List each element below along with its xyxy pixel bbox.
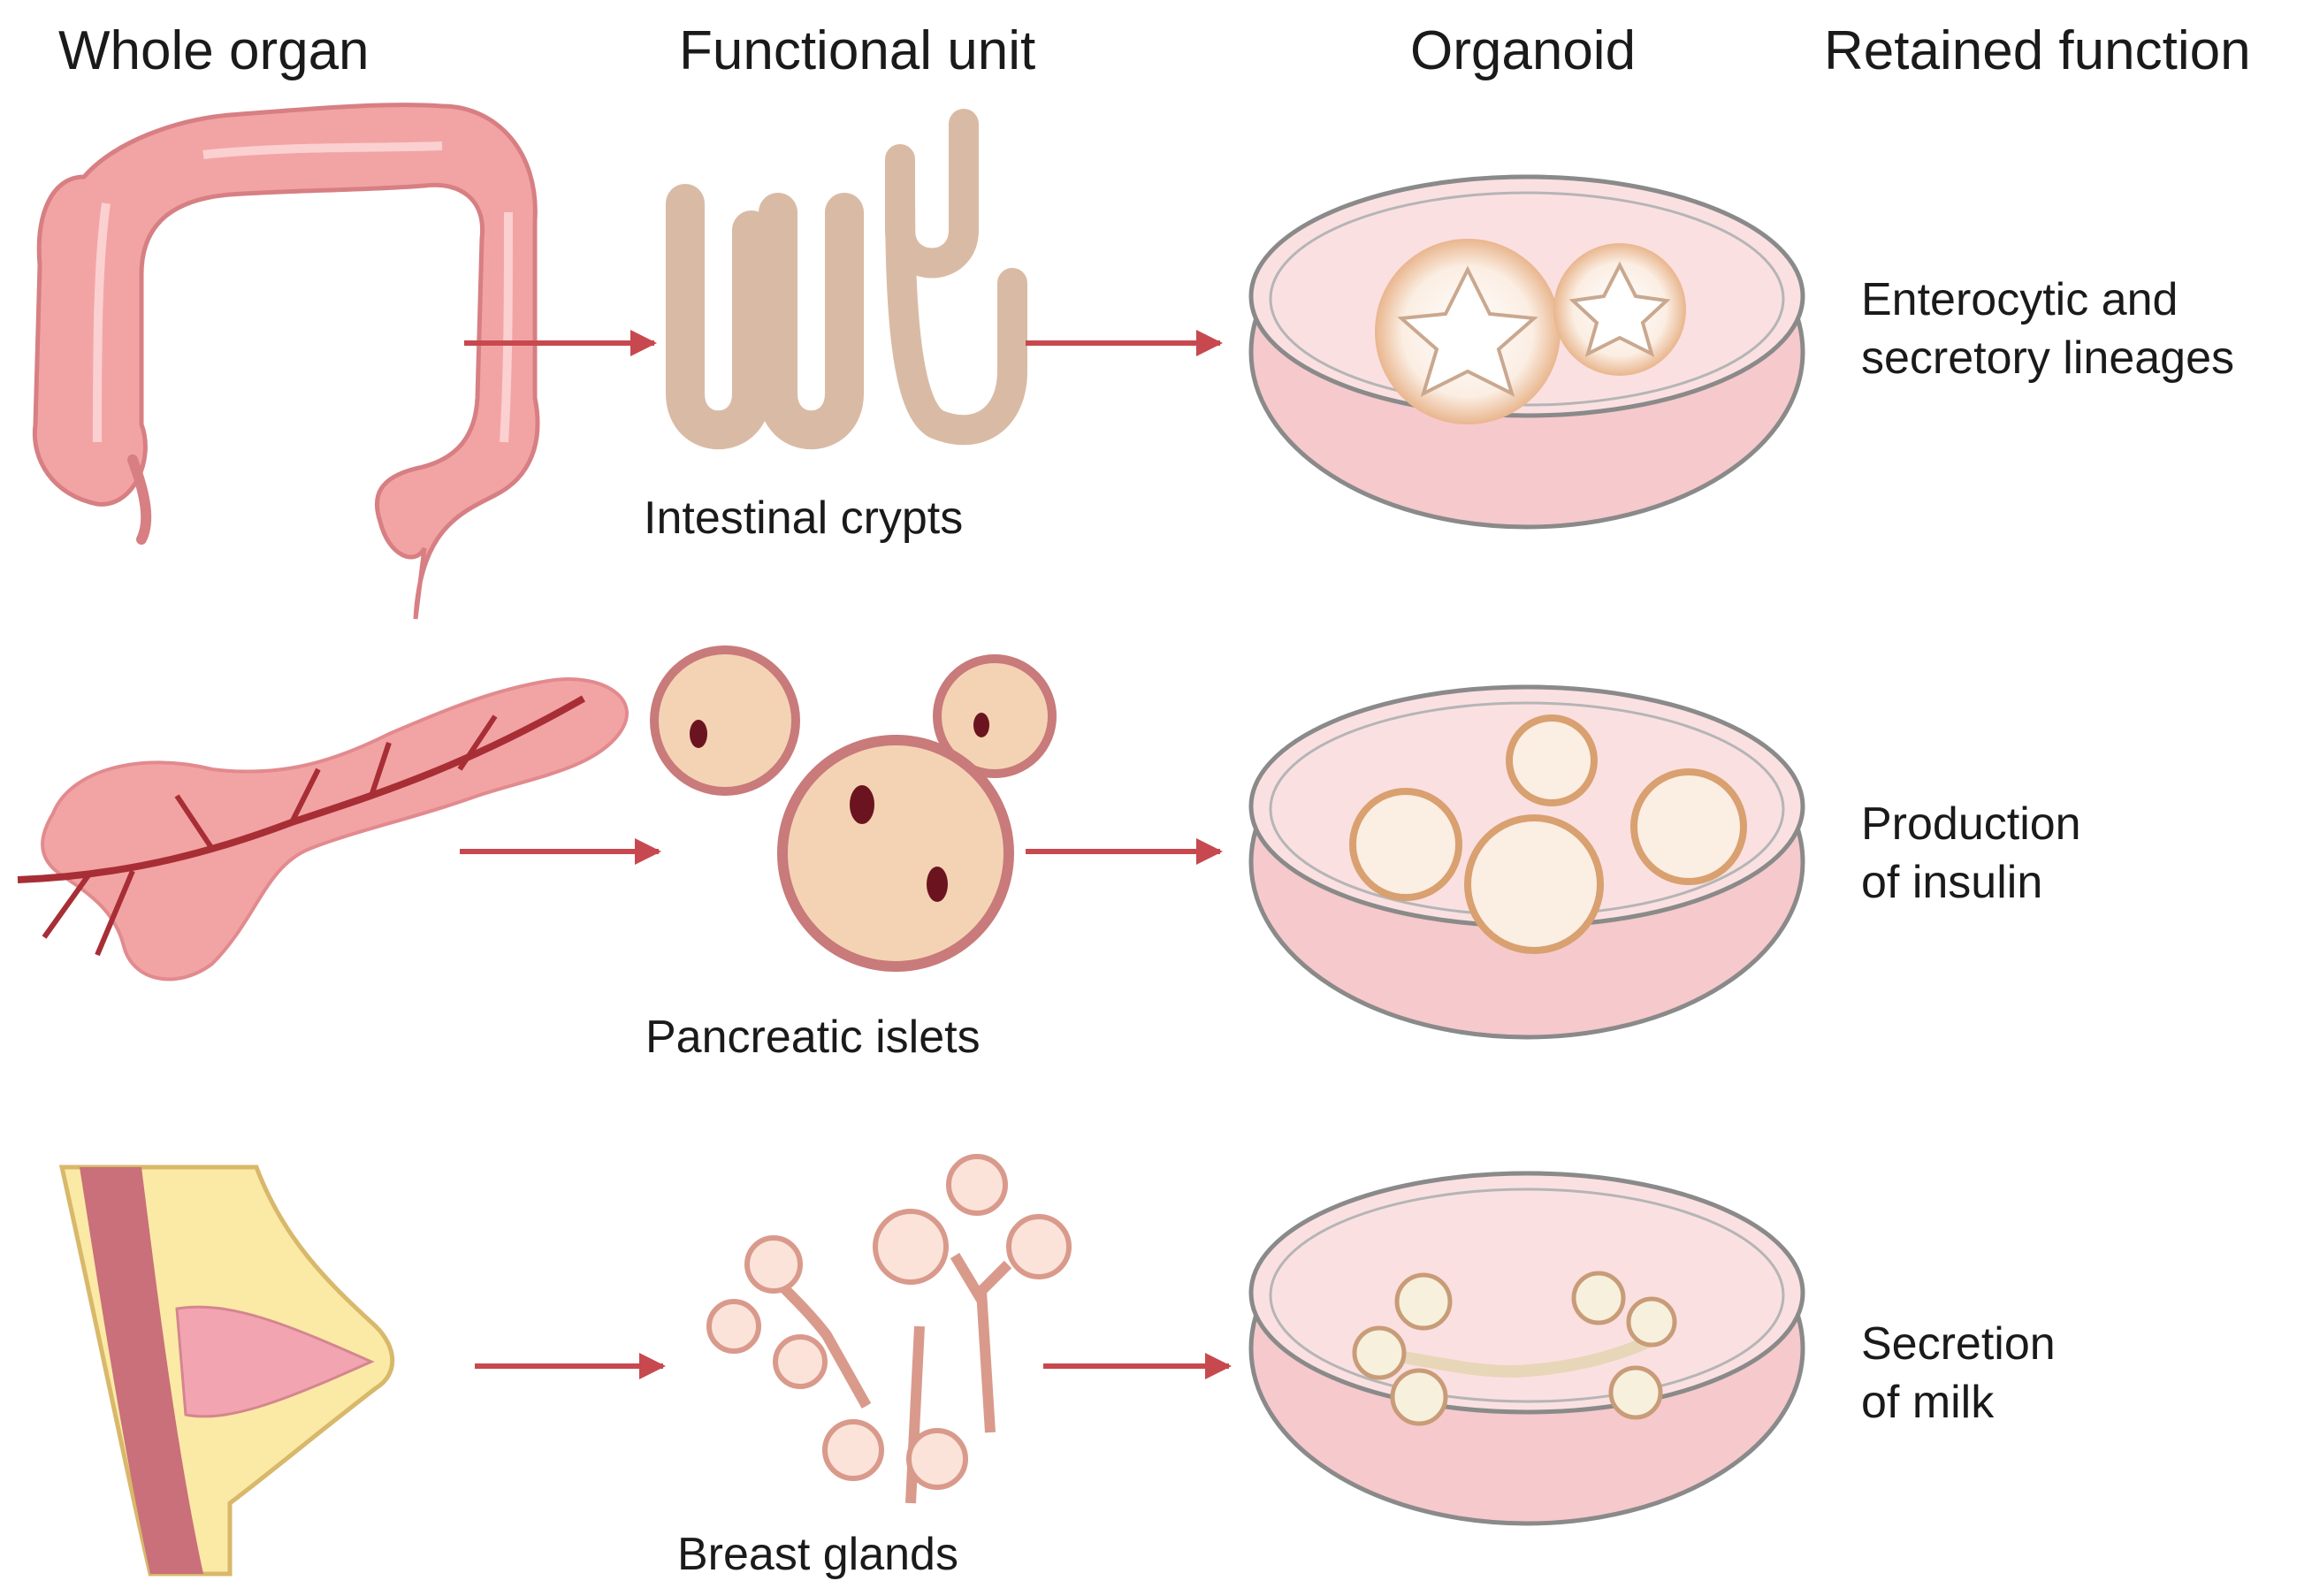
function-row2: Production of insulin (1861, 795, 2081, 912)
breast-glands-illustration (706, 1154, 1072, 1504)
pancreatic-organoid (1349, 714, 1747, 954)
label-pancreatic-islets: Pancreatic islets (645, 1012, 981, 1063)
label-breast-glands: Breast glands (677, 1529, 958, 1580)
intestinal-organoid (1375, 239, 1686, 424)
breast-illustration (58, 1165, 395, 1577)
function-row3-line2: of milk (1861, 1377, 1995, 1428)
function-row2-line1: Production (1861, 798, 2081, 850)
pancreas-illustration (17, 677, 629, 981)
colon-illustration (32, 103, 540, 620)
function-row1-line2: secretory lineages (1861, 332, 2234, 384)
label-intestinal-crypts: Intestinal crypts (644, 493, 964, 544)
header-organoid: Organoid (1410, 20, 1637, 81)
header-whole-organ: Whole organ (58, 20, 370, 81)
header-functional-unit: Functional unit (679, 20, 1036, 81)
function-row2-line2: of insulin (1861, 857, 2043, 908)
function-row1: Enterocytic and secretory lineages (1861, 271, 2234, 387)
petri-dish-row3 (1248, 1171, 1805, 1526)
function-row3: Secretion of milk (1861, 1315, 2056, 1432)
function-row1-line1: Enterocytic and (1861, 274, 2179, 325)
pancreatic-islets-illustration (650, 645, 1057, 972)
mammary-organoid (1352, 1271, 1677, 1426)
function-row3-line1: Secretion (1861, 1318, 2056, 1370)
header-retained-function: Retained function (1824, 20, 2251, 81)
intestinal-crypts-illustration (666, 109, 1027, 450)
